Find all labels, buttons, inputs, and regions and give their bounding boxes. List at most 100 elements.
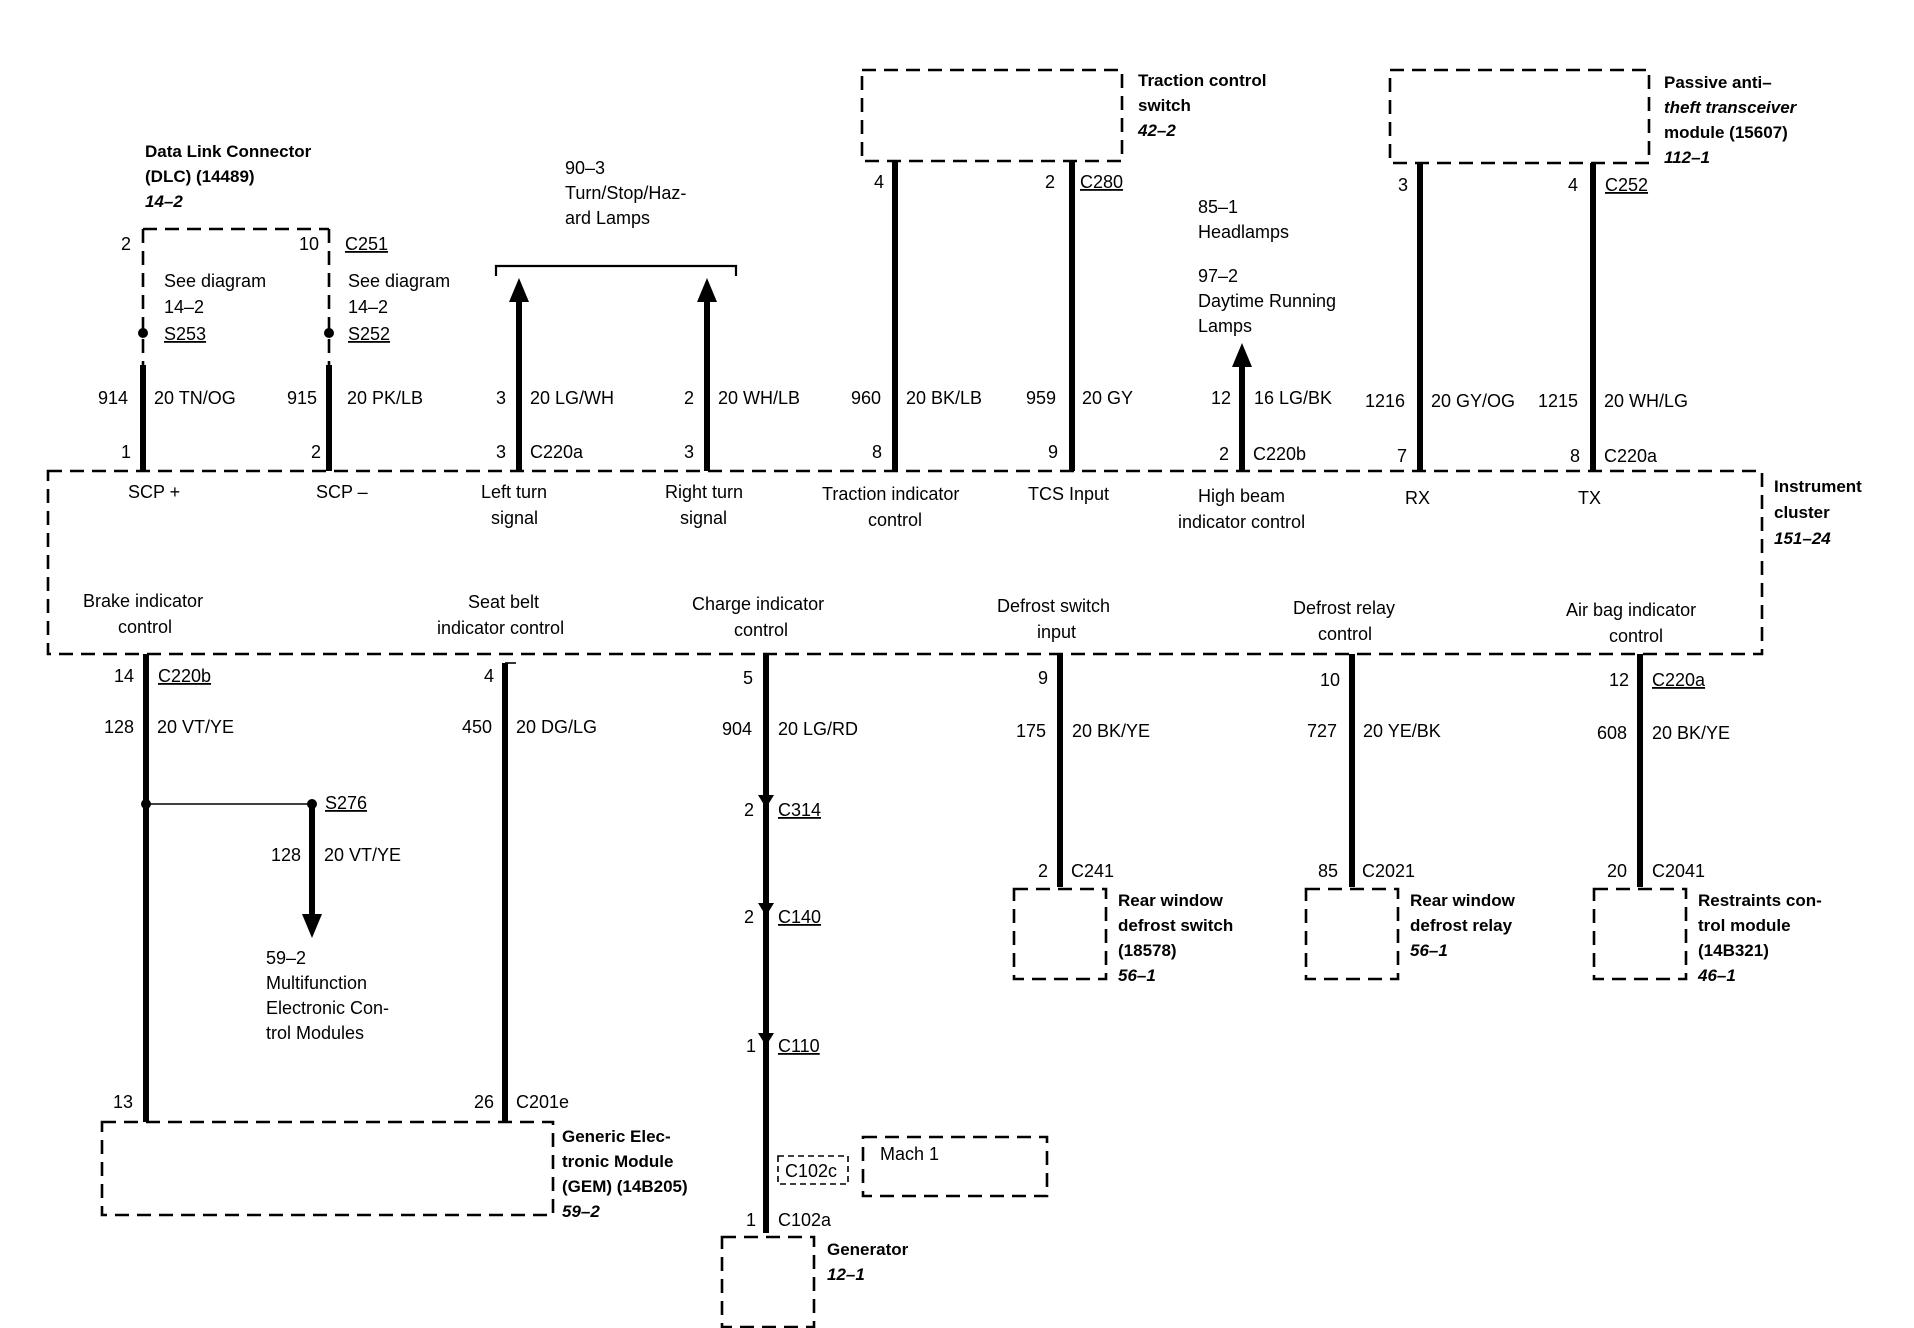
c102c-box (777, 1155, 849, 1185)
defrost-switch-box (1012, 887, 1108, 981)
mecm-label-1: Multifunction (266, 973, 367, 993)
pats-module-box (1388, 68, 1651, 165)
high-beam-wire-color: 16 LG/BK (1254, 388, 1332, 408)
right-turn-label-2: signal (680, 508, 727, 528)
defrost-relay-label-2: control (1318, 624, 1372, 644)
circuit-1216: 1216 (1365, 391, 1405, 411)
drl-ref: 97–2 (1198, 266, 1238, 286)
restraints-title-3: (14B321) (1698, 941, 1769, 960)
c314-label: C314 (778, 800, 821, 820)
dlc-pin1-see: See diagram (164, 271, 266, 291)
s276-circuit: 128 (271, 845, 301, 865)
traction-switch-ref: 42–2 (1137, 121, 1176, 140)
right-turn-arrow-icon (697, 278, 717, 302)
circuit-727: 727 (1307, 721, 1337, 741)
instrument-cluster-box (46, 469, 1764, 656)
dlc-title-2: (DLC) (14489) (145, 167, 255, 186)
tcs-pin: 9 (1048, 442, 1058, 462)
drl-label-2: Lamps (1198, 316, 1252, 336)
scp-minus-label: SCP – (316, 482, 368, 502)
defrost-relay-pin: 10 (1320, 670, 1340, 690)
cluster-ref: 151–24 (1774, 529, 1831, 548)
c220a-airbag-label: C220a (1652, 670, 1706, 690)
c220b-brake-label: C220b (158, 666, 211, 686)
mach1-label: Mach 1 (880, 1144, 939, 1164)
mecm-ref: 59–2 (266, 948, 306, 968)
s253-splice-dot (138, 328, 148, 338)
dlc-pin2-bottom: 2 (311, 442, 321, 462)
wire-175-color: 20 BK/YE (1072, 721, 1150, 741)
c251-label: C251 (345, 234, 388, 254)
airbag-label-2: control (1609, 626, 1663, 646)
right-turn-wire-color: 20 WH/LB (718, 388, 800, 408)
c220a-tx-label: C220a (1604, 446, 1658, 466)
wire-608-color: 20 BK/YE (1652, 723, 1730, 743)
circuit-608: 608 (1597, 723, 1627, 743)
wire-1215-color: 20 WH/LG (1604, 391, 1688, 411)
mecm-label-3: trol Modules (266, 1023, 364, 1043)
high-beam-pin: 2 (1219, 444, 1229, 464)
seatbelt-label-2: indicator control (437, 618, 564, 638)
traction-switch-pin-b: 2 (1045, 172, 1055, 192)
restraints-title-1: Restraints con- (1698, 891, 1822, 910)
c220a-left-label: C220a (530, 442, 584, 462)
left-turn-wire-color: 20 LG/WH (530, 388, 614, 408)
turn-lamps-line2: ard Lamps (565, 208, 650, 228)
circuit-128: 128 (104, 717, 134, 737)
s276-arrow-icon (302, 914, 322, 938)
defrost-switch-ref: 56–1 (1118, 966, 1156, 985)
c252-label: C252 (1605, 175, 1648, 195)
s276-wire-color: 20 VT/YE (324, 845, 401, 865)
cluster-title-1: Instrument (1774, 477, 1862, 496)
c140-connector-icon (758, 903, 774, 916)
gem-title-2: tronic Module (562, 1152, 673, 1171)
mecm-label-2: Electronic Con- (266, 998, 389, 1018)
charge-pin: 5 (743, 668, 753, 688)
traction-switch-pin-a: 4 (874, 172, 884, 192)
pats-title-1: Passive anti– (1664, 73, 1772, 92)
restraints-ref: 46–1 (1697, 966, 1736, 985)
high-beam-arrow-icon (1232, 343, 1252, 367)
gem-title-1: Generic Elec- (562, 1127, 671, 1146)
rx-label: RX (1405, 488, 1430, 508)
defrost-switch-pin: 9 (1038, 668, 1048, 688)
traction-indicator-label-2: control (868, 510, 922, 530)
c280-label: C280 (1080, 172, 1123, 192)
mach1-box (861, 1135, 1049, 1198)
charge-label-2: control (734, 620, 788, 640)
pats-pin-b: 4 (1568, 175, 1578, 195)
dlc-pin1-top: 2 (121, 234, 131, 254)
c102c-label: C102c (785, 1161, 837, 1181)
turn-lamps-ref: 90–3 (565, 158, 605, 178)
defrost-relay-box (1304, 887, 1400, 981)
turn-lamps-bracket (494, 264, 738, 276)
generator-title: Generator (827, 1240, 909, 1259)
left-turn-label-2: signal (491, 508, 538, 528)
c314-connector-icon (758, 795, 774, 808)
generator-ref: 12–1 (827, 1265, 865, 1284)
c110-label: C110 (778, 1036, 820, 1056)
dlc-pin2-top: 10 (299, 234, 319, 254)
c2041-label: C2041 (1652, 861, 1705, 881)
wire-727-color: 20 YE/BK (1363, 721, 1441, 741)
left-turn-pin: 3 (496, 442, 506, 462)
circuit-959: 959 (1026, 388, 1056, 408)
circuit-915: 915 (287, 388, 317, 408)
dlc-pin1-bottom: 1 (121, 442, 131, 462)
traction-indicator-pin: 8 (872, 442, 882, 462)
dlc-pin2-see-ref: 14–2 (348, 297, 388, 317)
left-turn-pin-top: 3 (496, 388, 506, 408)
wire-914-color: 20 TN/OG (154, 388, 236, 408)
circuit-914: 914 (98, 388, 128, 408)
traction-switch-box (860, 68, 1124, 163)
c140-label: C140 (778, 907, 821, 927)
headlamps-label: Headlamps (1198, 222, 1289, 242)
c241-label: C241 (1071, 861, 1114, 881)
tcs-input-label: TCS Input (1028, 484, 1109, 504)
brake-label-2: control (118, 617, 172, 637)
traction-switch-title-2: switch (1138, 96, 1191, 115)
s276-label: S276 (325, 793, 367, 813)
traction-indicator-label-1: Traction indicator (822, 484, 959, 504)
s252-splice-dot (324, 328, 334, 338)
